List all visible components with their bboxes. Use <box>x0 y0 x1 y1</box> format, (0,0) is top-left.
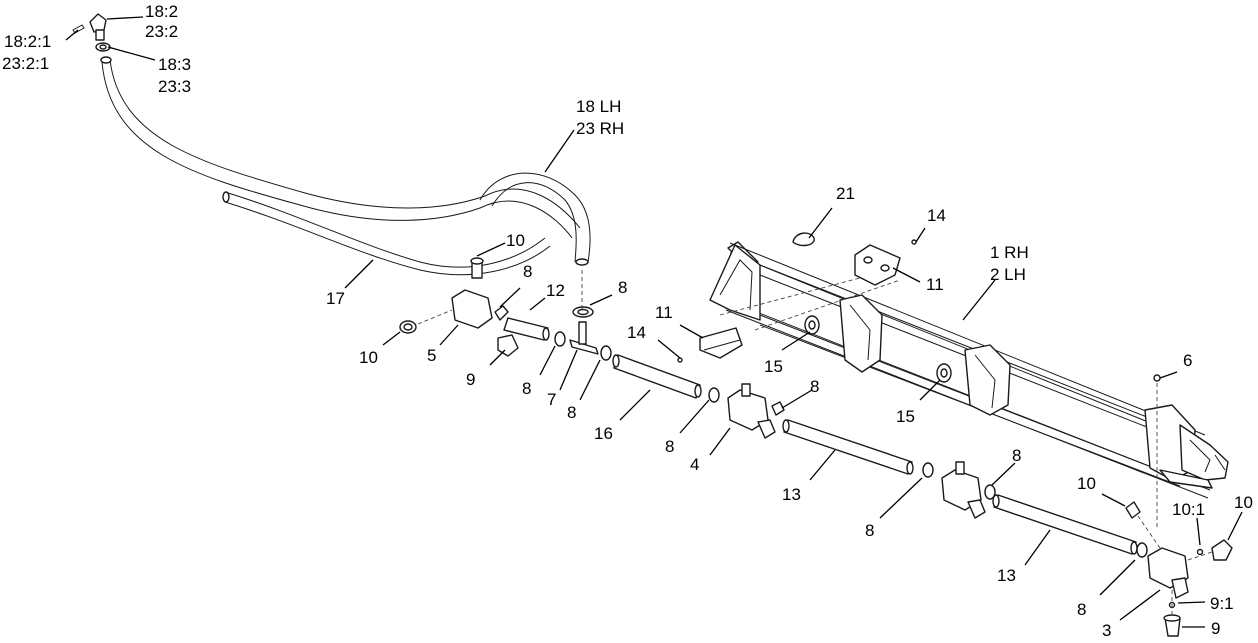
callout-21: 21 <box>836 184 855 203</box>
callout-4: 4 <box>690 455 699 474</box>
callout-15-b: 15 <box>896 407 915 426</box>
callout-6: 6 <box>1183 351 1192 370</box>
hose-13-a <box>782 419 914 475</box>
callout-8-g: 8 <box>1012 446 1021 465</box>
callout-10-a: 10 <box>506 231 525 250</box>
callout-8-i: 8 <box>1077 600 1086 619</box>
callout-9-a: 9 <box>466 370 475 389</box>
clamp-8-i <box>1136 542 1148 558</box>
callout-9-b: 9 <box>1211 619 1220 638</box>
callout-13-b: 13 <box>997 566 1016 585</box>
hose-12 <box>503 317 550 341</box>
clamp-8-e <box>708 387 720 403</box>
callout-15-a: 15 <box>764 357 783 376</box>
hose-16 <box>612 354 702 399</box>
callout-11-b: 11 <box>926 275 944 294</box>
callout-18-2: 18:2 <box>145 2 178 21</box>
valve-assembly-mid <box>941 461 996 519</box>
hose-17 <box>100 56 591 276</box>
callout-1rh: 1 RH <box>990 243 1029 262</box>
clamp-8-d <box>600 345 612 361</box>
callout-18-3: 18:3 <box>158 55 191 74</box>
callout-9-1: 9:1 <box>1210 594 1234 613</box>
callout-7: 7 <box>547 390 556 409</box>
bracket-11-top <box>854 239 917 286</box>
callout-23rh: 23 RH <box>576 119 624 138</box>
callout-16: 16 <box>594 424 613 443</box>
callout-8-c: 8 <box>522 379 531 398</box>
callout-8-f: 8 <box>665 437 674 456</box>
callout-5: 5 <box>427 346 436 365</box>
callout-10-b: 10 <box>359 348 378 367</box>
valve-assembly-4 <box>727 383 785 439</box>
callout-14-b: 14 <box>627 323 646 342</box>
bushing-15-a <box>804 315 820 335</box>
callout-18lh: 18 LH <box>576 97 621 116</box>
callout-14-a: 14 <box>927 206 946 225</box>
boom-frame-1rh-2lh <box>709 241 1229 499</box>
bushing-15-b <box>936 363 952 383</box>
callout-8-d: 8 <box>567 403 576 422</box>
callout-3: 3 <box>1102 621 1111 640</box>
clip-21 <box>792 232 815 247</box>
hose-13-b <box>992 494 1138 555</box>
callout-10-c: 10 <box>1077 474 1096 493</box>
callout-8-b: 8 <box>618 278 627 297</box>
callout-23-3: 23:3 <box>158 77 191 96</box>
clamp-8-c <box>554 331 566 347</box>
callout-10-1: 10:1 <box>1172 500 1205 519</box>
callout-23-2-1: 23:2:1 <box>2 54 49 73</box>
clamp-8-b <box>572 306 594 318</box>
callout-12: 12 <box>546 281 565 300</box>
callout-8-e: 8 <box>810 377 819 396</box>
callout-8-h: 8 <box>865 521 874 540</box>
valve-assembly-3 <box>1125 501 1233 637</box>
callout-2lh: 2 LH <box>990 265 1026 284</box>
callout-8-a: 8 <box>523 262 532 281</box>
leader-lines <box>65 16 1243 628</box>
callout-18-2-1: 18:2:1 <box>4 32 51 51</box>
tee-fitting-7 <box>569 270 599 355</box>
callout-11-a: 11 <box>655 303 673 322</box>
callout-13-a: 13 <box>782 485 801 504</box>
clamp-8-g <box>922 462 934 478</box>
callout-17: 17 <box>326 289 345 308</box>
callout-10-d: 10 <box>1234 493 1253 512</box>
valve-assembly-5 <box>399 257 519 357</box>
nozzle-cap-18-2 <box>72 13 111 52</box>
cover-11-lower <box>677 327 743 363</box>
callout-23-2: 23:2 <box>145 22 178 41</box>
